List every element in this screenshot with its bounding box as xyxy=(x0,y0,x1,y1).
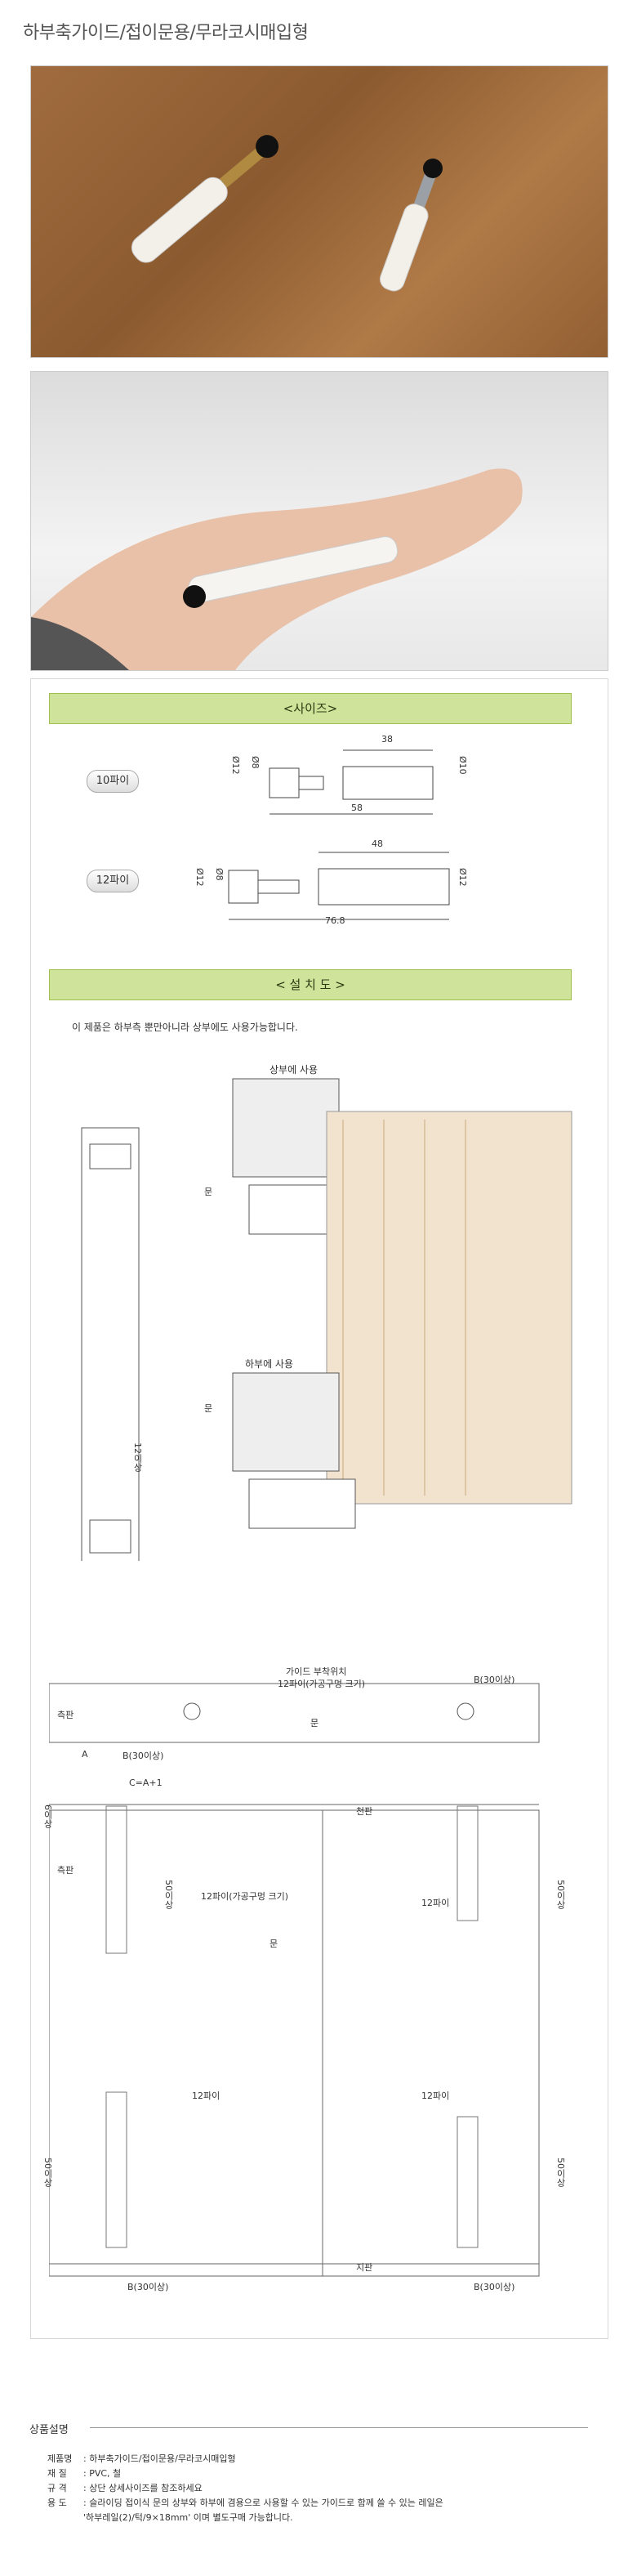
top-use-label: 상부에 사용 xyxy=(270,1064,318,1076)
door-label-bottom: 문 xyxy=(204,1403,213,1414)
product-photo-hand xyxy=(30,371,608,671)
spec-row-usage: 용 도: 슬라이딩 접이식 문의 상부와 하부에 겸용으로 사용할 수 있는 가… xyxy=(47,2498,443,2508)
bottom-use-label: 하부에 사용 xyxy=(245,1358,294,1370)
min50-top-left: 50이상 xyxy=(163,1880,174,1909)
floor-label: 지판 xyxy=(356,2262,373,2273)
b30-bottom-right: B(30이상) xyxy=(474,2282,515,2292)
len-top-10: 38 xyxy=(381,734,393,745)
door-label-plan-2: 문 xyxy=(270,1939,278,1949)
install-heading: < 설 치 도 > xyxy=(49,969,572,1000)
min6-label: 6이상 xyxy=(42,1805,53,1828)
d3-10: Ø10 xyxy=(457,756,468,775)
hole-size-label-2: 12파이(가공구멍 크기) xyxy=(201,1891,289,1902)
install-note: 이 제품은 하부측 뿐만아니라 상부에도 사용가능합니다. xyxy=(72,1022,298,1033)
plan-drawing xyxy=(49,1683,540,2277)
len-bottom-10: 58 xyxy=(351,803,363,813)
product-info-heading: 상품설명 xyxy=(29,2424,69,2436)
hand-photo-illustration xyxy=(31,468,523,670)
d3-12: Ø12 xyxy=(457,868,468,887)
p12-top-right: 12파이 xyxy=(421,1898,450,1908)
dim-12-label: 12이상 xyxy=(132,1442,143,1472)
b30-top-right: B(30이상) xyxy=(474,1675,515,1685)
d2-10: Ø8 xyxy=(250,756,261,769)
spec-row-size: 규 격: 상단 상세사이즈를 참조하세요 xyxy=(47,2483,203,2493)
footer-divider xyxy=(90,2427,588,2428)
size-drawing-10 xyxy=(269,749,434,815)
d2-12: Ø8 xyxy=(214,868,225,881)
len-bottom-12: 76.8 xyxy=(325,915,345,926)
a-label: A xyxy=(82,1749,88,1760)
spec-row-name: 제품명: 하부축가이드/접이문용/무라코시매입형 xyxy=(47,2453,236,2464)
min50-top-right: 50이상 xyxy=(555,1880,566,1909)
install-panel xyxy=(30,678,608,2339)
size-drawing-12 xyxy=(228,852,450,920)
size-heading: <사이즈> xyxy=(49,693,572,724)
install-drawing xyxy=(81,1078,572,1561)
b30-top-left: B(30이상) xyxy=(122,1751,164,1761)
p12-bottom-left: 12파이 xyxy=(192,2091,220,2101)
p12-bottom-right: 12파이 xyxy=(421,2091,450,2101)
side-label-plan: 측판 xyxy=(57,1865,74,1876)
size-label-12: 12파이 xyxy=(87,870,139,892)
hole-size-label: 12파이(가공구멍 크기) xyxy=(278,1679,366,1689)
min50-bottom-left: 50이상 xyxy=(42,2158,53,2187)
door-label-top: 문 xyxy=(204,1187,213,1197)
d1-10: Ø12 xyxy=(230,756,241,775)
min50-bottom-right: 50이상 xyxy=(555,2158,566,2187)
product-photo-wood xyxy=(30,65,608,358)
ceiling-label: 천판 xyxy=(356,1806,373,1817)
size-label-10: 10파이 xyxy=(87,770,139,793)
spec-row-material: 재 질: PVC, 철 xyxy=(47,2468,122,2479)
door-label-plan: 문 xyxy=(310,1718,319,1729)
len-top-12: 48 xyxy=(372,839,383,849)
c-formula: C=A+1 xyxy=(129,1778,163,1788)
b30-bottom-left: B(30이상) xyxy=(127,2282,169,2292)
side-label-top: 측판 xyxy=(57,1710,74,1720)
product-photo-illustration xyxy=(131,135,443,292)
guide-position-label: 가이드 부착위치 xyxy=(286,1666,347,1677)
page-title: 하부축가이드/접이문용/무라코시매입형 xyxy=(23,23,309,43)
spec-row-usage-2: '하부레일(2)/턱/9×18mm' 이며 별도구매 가능합니다. xyxy=(83,2512,293,2523)
d1-12: Ø12 xyxy=(194,868,205,887)
